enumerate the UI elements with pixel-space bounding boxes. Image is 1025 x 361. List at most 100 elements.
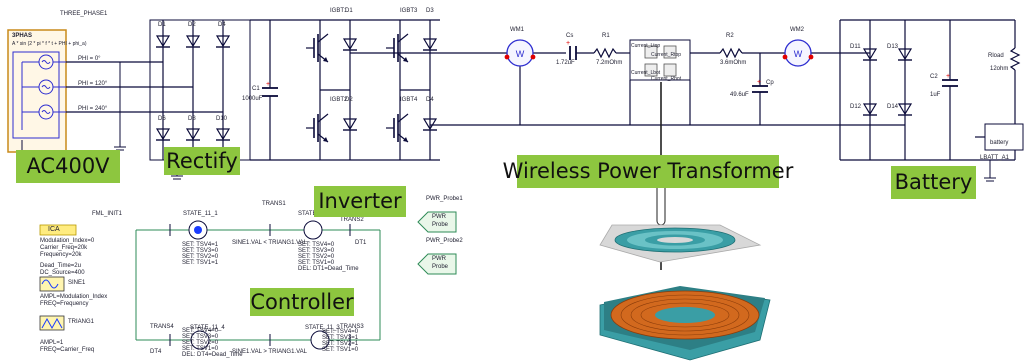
state-1-label: STATE_11_1 bbox=[183, 211, 218, 217]
fml-line-5: DC_Source=400 bbox=[40, 270, 85, 276]
power-probe-1-icon[interactable] bbox=[417, 211, 457, 233]
s1-a2: SET: TSV2=0 bbox=[182, 254, 219, 260]
xfmr-lbot: Current_Lbot bbox=[631, 70, 661, 76]
cs-name: Cs bbox=[566, 33, 574, 39]
s3-a2: SET: TSV2=1 bbox=[322, 341, 359, 347]
inv-diode-d2: D2 bbox=[345, 97, 353, 103]
cond-2: SINE1.VAL > TRIANG1.VAL bbox=[232, 349, 307, 355]
fml-line-4: Dead_Time=2u bbox=[40, 263, 81, 269]
tri-param-1: FREQ=Carrier_Freq bbox=[40, 347, 95, 353]
probe-2-text-1: Probe bbox=[432, 264, 449, 270]
cond-1: SINE1.VAL < TRIANG1.VAL bbox=[232, 240, 307, 246]
source-type: 3PHAS bbox=[12, 33, 33, 39]
source-formula: A * sin (2 * pi * f * t + PHI + phi_a) bbox=[12, 41, 87, 47]
diode-label-d1: D1 bbox=[158, 22, 166, 28]
tri-name: TRIANG1 bbox=[68, 319, 95, 325]
fml-ica: ICA bbox=[48, 226, 60, 233]
inv-diode-d1: D1 bbox=[345, 8, 353, 14]
state-circle-4[interactable] bbox=[190, 330, 210, 350]
label-inverter: Inverter bbox=[314, 186, 406, 217]
igbt3-label: IGBT3 bbox=[400, 8, 418, 14]
xfmr-ltop: Current_Ltop bbox=[631, 43, 661, 49]
power-probe-2-icon[interactable] bbox=[417, 253, 457, 275]
phase-1: PHI = 0° bbox=[78, 56, 101, 62]
s4-a2: SET: TSV2=0 bbox=[182, 340, 219, 346]
label-battery: Battery bbox=[891, 166, 976, 199]
s2-a3: SET: TSV1=0 bbox=[298, 260, 335, 266]
inverter-bridge bbox=[319, 20, 490, 160]
r1-name: R1 bbox=[602, 33, 610, 39]
s4-a3: SET: TSV1=0 bbox=[182, 346, 219, 352]
probe-2-name: PWR_Probe2 bbox=[426, 238, 463, 244]
trans-3-label: TRANS3 bbox=[340, 324, 364, 330]
s2-a2: SET: TSV2=0 bbox=[298, 254, 335, 260]
rload-value: 12ohm bbox=[990, 66, 1009, 72]
dt4-label: DT4 bbox=[150, 349, 162, 355]
sine-source-icon[interactable] bbox=[39, 276, 65, 292]
igbt2-label: IGBT2 bbox=[330, 97, 348, 103]
igbt4 bbox=[385, 113, 409, 143]
diode-label-d8: D8 bbox=[188, 116, 196, 122]
xfmr-rtop: Current_Rtop bbox=[651, 52, 682, 58]
igbt1 bbox=[305, 33, 329, 63]
inv-diode-d3: D3 bbox=[426, 8, 434, 14]
s3-a1: SET: TSV3=1 bbox=[322, 335, 359, 341]
xfmr-rbot: Current_Rbot bbox=[651, 76, 682, 82]
s1-a0: SET: TSV4=1 bbox=[182, 242, 219, 248]
wm1-label: WM1 bbox=[510, 27, 524, 33]
rectifier-bridge[interactable] bbox=[120, 19, 251, 161]
phase-2: PHI = 120° bbox=[78, 81, 108, 87]
s4-a1: SET: TSV3=0 bbox=[182, 334, 219, 340]
transformer-symbol bbox=[644, 45, 677, 77]
probe-1-text-0: PWR bbox=[432, 214, 446, 220]
wattmeter-wm2-icon[interactable]: W bbox=[782, 39, 814, 67]
state-4-label: STATE_11_4 bbox=[190, 325, 225, 331]
diode-label-d6: D6 bbox=[158, 116, 166, 122]
fml-init-icon bbox=[39, 224, 77, 236]
r2-value: 3.6mOhm bbox=[720, 60, 747, 66]
c2-name: C2 bbox=[930, 74, 938, 80]
state-3-label: STATE_11_3 bbox=[305, 325, 340, 331]
state-circle-3[interactable] bbox=[310, 330, 330, 350]
label-ac400v: AC400V bbox=[16, 150, 120, 183]
s2-a4: DEL: DT1=Dead_Time bbox=[298, 266, 359, 272]
svg-text:W: W bbox=[794, 49, 803, 59]
s1-a1: SET: TSV3=0 bbox=[182, 248, 219, 254]
s1-a3: SET: TSV1=1 bbox=[182, 260, 219, 266]
s4-a0: SET: TSV4=0 bbox=[182, 328, 219, 334]
igbt1-label: IGBT1 bbox=[330, 8, 348, 14]
output-bridge bbox=[839, 19, 1024, 161]
dc-bus bbox=[250, 19, 440, 161]
wm2-label: WM2 bbox=[790, 27, 804, 33]
label-wireless-power-transformer: Wireless Power Transformer bbox=[503, 155, 793, 188]
s2-a0: SET: TSV4=0 bbox=[298, 242, 335, 248]
sine-param-1: FREQ=Frequency bbox=[40, 301, 89, 307]
d11-label: D11 bbox=[850, 44, 861, 50]
polarity-markers: + + + + bbox=[266, 40, 950, 88]
svg-text:+: + bbox=[946, 73, 950, 80]
svg-text:+: + bbox=[757, 79, 761, 86]
sine-name: SINE1 bbox=[68, 280, 86, 286]
state-circle-1[interactable] bbox=[188, 220, 208, 240]
cap1-name: C1 bbox=[252, 86, 260, 92]
s4-a4: DEL: DT4=Dead_Time bbox=[182, 352, 243, 358]
triangle-source-icon[interactable] bbox=[39, 315, 65, 331]
trans-4-label: TRANS4 bbox=[150, 324, 174, 330]
diode-label-d4: D4 bbox=[218, 22, 226, 28]
s2-a1: SET: TSV3=0 bbox=[298, 248, 335, 254]
sine-param-0: AMPL=Modulation_Index bbox=[40, 294, 108, 300]
r2-name: R2 bbox=[726, 33, 734, 39]
state-circle-2[interactable] bbox=[303, 220, 323, 240]
fml-line-1: Carrier_Freq=20k bbox=[40, 245, 88, 251]
three-phase-source[interactable] bbox=[7, 29, 126, 153]
tri-param-0: AMPL=1 bbox=[40, 340, 64, 346]
d12-label: D12 bbox=[850, 104, 862, 110]
probe-1-name: PWR_Probe1 bbox=[426, 196, 463, 202]
cp-name: Cp bbox=[766, 80, 774, 86]
cp-value: 49.6uF bbox=[730, 92, 749, 98]
source-name: THREE_PHASE1 bbox=[60, 11, 108, 17]
svg-text:W: W bbox=[516, 49, 525, 59]
wattmeter-wm1-icon[interactable]: W bbox=[504, 39, 536, 67]
svg-text:+: + bbox=[566, 40, 570, 47]
